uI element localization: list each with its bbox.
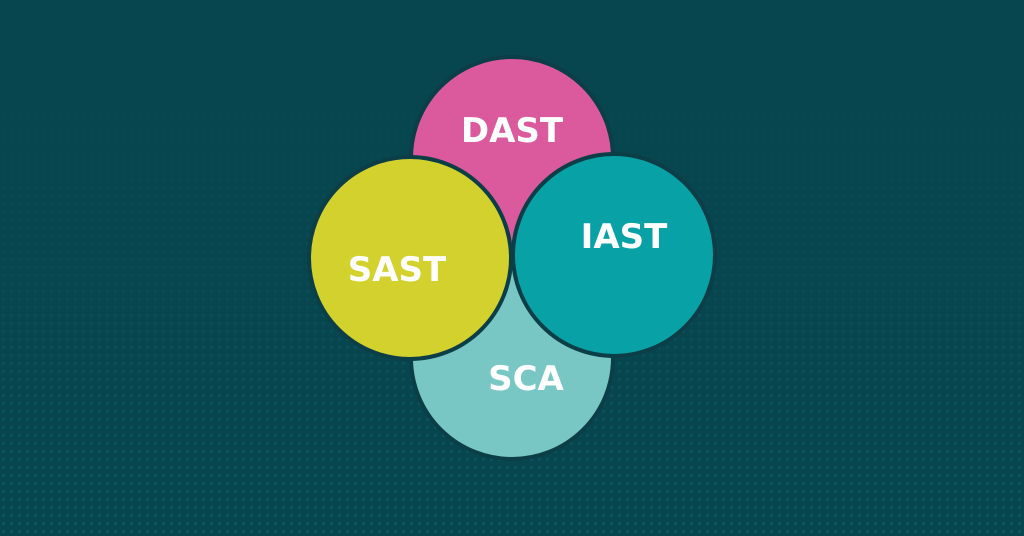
label-sca: SCA <box>488 359 564 399</box>
label-dast: DAST <box>461 111 564 151</box>
label-sast: SAST <box>348 250 447 290</box>
circle-sast-shape <box>307 155 513 361</box>
circle-iast-shape <box>511 152 717 358</box>
label-iast: IAST <box>581 217 668 257</box>
circle-iast <box>511 152 717 358</box>
circle-sast <box>307 155 513 361</box>
